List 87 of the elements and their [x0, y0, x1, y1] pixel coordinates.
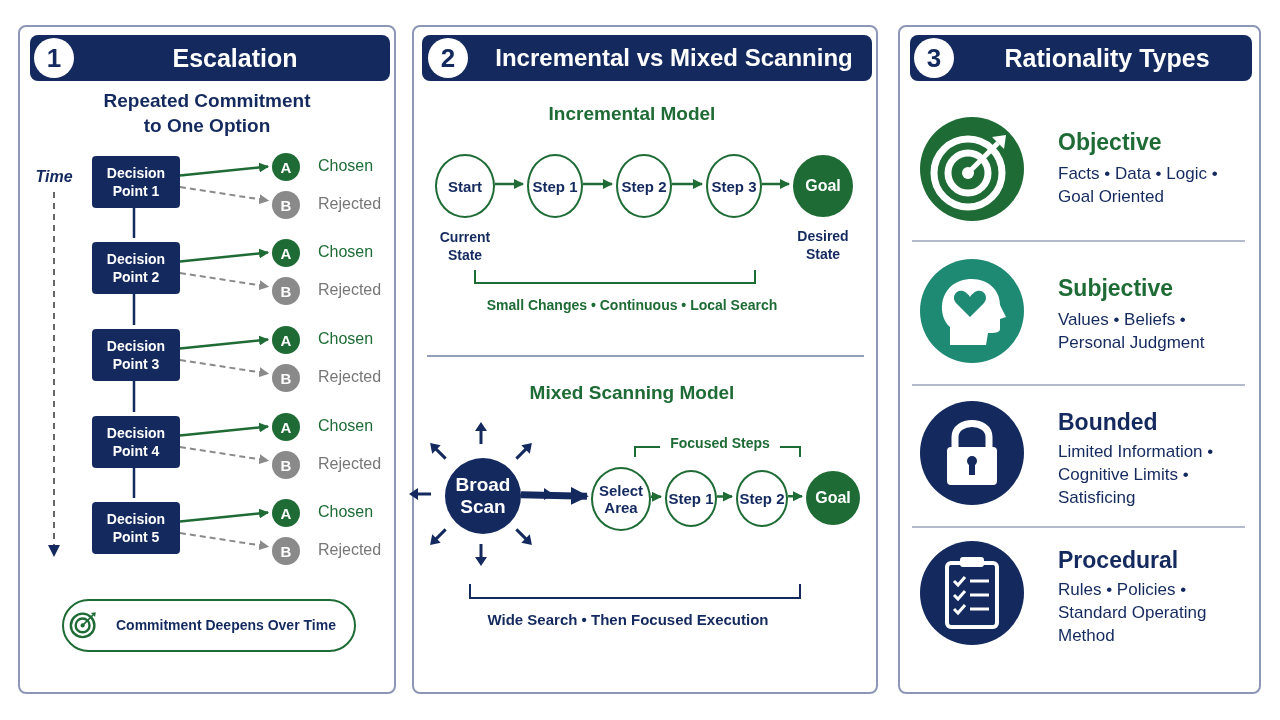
type-title: Objective	[1058, 128, 1163, 156]
caption: Small Changes • Continuous • Local Search	[485, 296, 779, 314]
arrow	[179, 162, 270, 177]
header-bar	[910, 35, 1252, 81]
decision-box: Decision Point 1	[92, 156, 180, 208]
arrow	[179, 532, 270, 551]
choice-circle: A	[272, 153, 300, 181]
choice-circle: B	[272, 191, 300, 219]
choice-circle: A	[272, 326, 300, 354]
choice-circle: B	[272, 451, 300, 479]
type-description: Rules • Policies • Standard Operating Method	[1058, 579, 1208, 647]
decision-box: Decision Point 5	[92, 502, 180, 554]
connector-line	[132, 294, 136, 325]
arrow	[179, 248, 270, 263]
choice-circle: B	[272, 364, 300, 392]
header-title: Incremental vs Mixed Scanning	[494, 43, 854, 73]
section-title: Incremental Model	[547, 102, 717, 126]
type-description: Limited Information • Cognitive Limits • Satisficing	[1058, 441, 1215, 509]
arrow	[495, 179, 524, 189]
subtitle: Repeated Commitment to One Option	[102, 89, 312, 138]
step-circle: Step 2	[616, 154, 672, 218]
choice-circle: A	[272, 239, 300, 267]
caption: Wide Search • Then Focused Execution	[486, 610, 770, 629]
arrow	[179, 272, 270, 291]
section-title: Mixed Scanning Model	[528, 381, 736, 405]
summary-text: Commitment Deepens Over Time	[116, 616, 336, 635]
arrow	[672, 179, 703, 189]
header-bar	[422, 35, 872, 81]
arrow	[179, 446, 270, 465]
connector-line	[132, 381, 136, 412]
option-label: Chosen	[318, 157, 374, 175]
type-description: Facts • Data • Logic • Goal Oriented	[1058, 163, 1219, 208]
header-title: Rationality Types	[1003, 43, 1211, 74]
arrow	[583, 179, 613, 189]
option-label: Rejected	[318, 541, 382, 559]
summary-pill	[62, 599, 356, 652]
type-description: Values • Beliefs • Personal Judgment	[1058, 309, 1206, 354]
number-badge: 3	[914, 38, 954, 78]
number-badge: 1	[34, 38, 74, 78]
arrow	[717, 491, 733, 502]
option-label: Chosen	[318, 330, 374, 348]
arrow	[179, 422, 270, 437]
arrow	[179, 335, 270, 350]
option-label: Rejected	[318, 281, 382, 299]
bracket-label: Focused Steps	[669, 434, 771, 452]
panel-card	[18, 25, 396, 694]
step-circle: Step 1	[665, 470, 717, 527]
step-circle: Step 3	[706, 154, 762, 218]
option-label: Chosen	[318, 417, 374, 435]
choice-circle: B	[272, 277, 300, 305]
arrow	[788, 491, 803, 502]
step-circle: Step 1	[527, 154, 583, 218]
choice-circle: A	[272, 499, 300, 527]
option-label: Chosen	[318, 243, 374, 261]
option-label: Rejected	[318, 195, 382, 213]
decision-box: Decision Point 3	[92, 329, 180, 381]
option-label: Rejected	[318, 368, 382, 386]
goal-circle: Goal	[806, 471, 860, 525]
arrow	[762, 179, 790, 189]
arrow	[179, 186, 270, 205]
header-bar	[30, 35, 390, 81]
step-circle: Select Area	[591, 467, 651, 531]
scan-circle: Broad Scan	[445, 458, 521, 534]
arrow	[651, 491, 662, 502]
step-circle: Step 2	[736, 470, 788, 527]
number-badge: 2	[428, 38, 468, 78]
type-title: Bounded	[1058, 408, 1159, 436]
decision-box: Decision Point 4	[92, 416, 180, 468]
type-title: Subjective	[1058, 274, 1175, 302]
arrow	[179, 508, 270, 523]
panel-card	[412, 25, 878, 694]
goal-circle: Goal	[793, 155, 853, 217]
connector-line	[132, 208, 136, 238]
state-circle: Start	[435, 154, 495, 218]
choice-circle: A	[272, 413, 300, 441]
decision-box: Decision Point 2	[92, 242, 180, 294]
axis-label: Time	[34, 167, 74, 187]
connector-line	[132, 468, 136, 498]
option-label: Rejected	[318, 455, 382, 473]
arrow	[520, 486, 589, 505]
arrow	[179, 359, 270, 378]
choice-circle: B	[272, 537, 300, 565]
header-title: Escalation	[171, 43, 299, 74]
option-label: Chosen	[318, 503, 374, 521]
state-caption: Current State	[438, 228, 492, 264]
type-title: Procedural	[1058, 546, 1180, 574]
state-caption: Desired State	[796, 227, 850, 263]
